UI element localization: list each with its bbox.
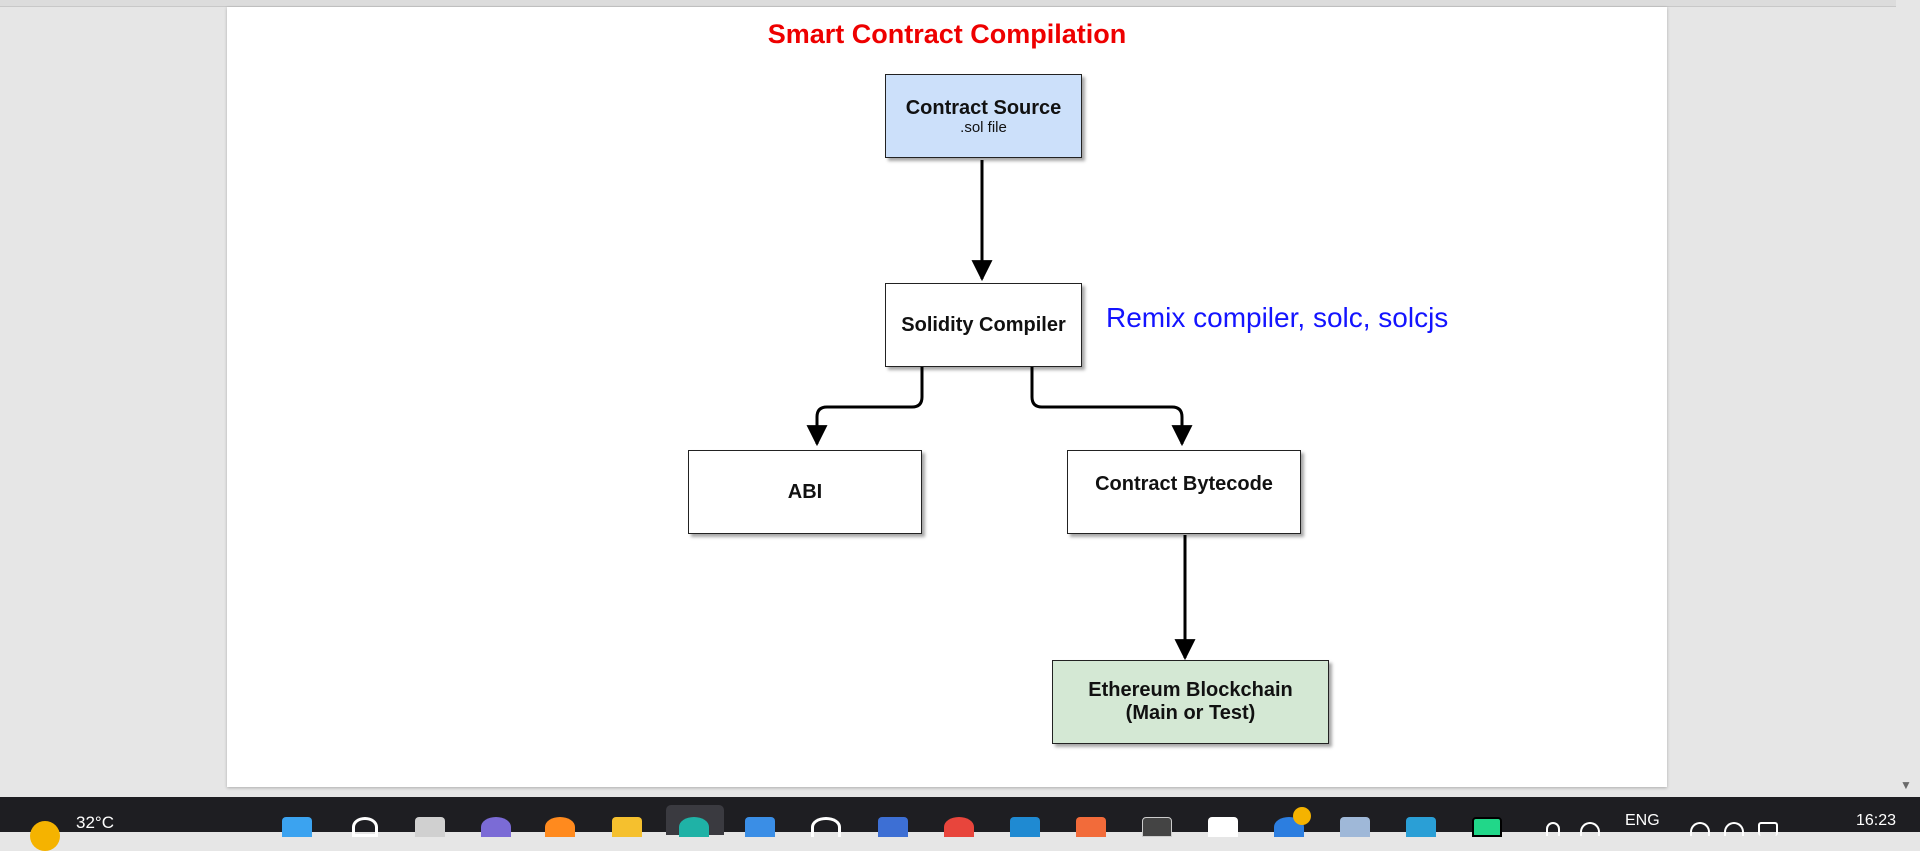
photo-icon[interactable] — [1340, 817, 1370, 837]
scroll-down-arrow-icon[interactable]: ▼ — [1900, 778, 1912, 792]
task-view-icon[interactable] — [415, 817, 445, 837]
windows-start-icon[interactable] — [282, 817, 312, 837]
firefox-icon[interactable] — [545, 817, 575, 837]
diagram-title: Smart Contract Compilation — [767, 19, 1127, 49]
weather-sun-icon[interactable] — [30, 821, 60, 851]
pycharm-icon[interactable] — [1472, 817, 1502, 837]
document-page: Smart Contract Compilation Contract Sour… — [227, 7, 1667, 787]
compiler-annotation: Remix compiler, solc, solcjs — [1106, 302, 1449, 333]
node-ethereum-blockchain-label: Ethereum Blockchain (Main or Test) — [1088, 679, 1293, 724]
node-solidity-compiler-label: Solidity Compiler — [901, 313, 1066, 336]
notification-badge-icon — [1293, 807, 1311, 825]
edge-icon[interactable] — [679, 817, 709, 837]
weather-temperature[interactable]: 32°C — [76, 813, 114, 832]
search-icon[interactable] — [352, 817, 378, 837]
taskbar: 32°C ENG 16:23 — [0, 797, 1920, 851]
vertical-scrollbar[interactable] — [1896, 0, 1920, 797]
edge-compiler-bytecode — [1030, 367, 1193, 447]
powershell-icon[interactable] — [1406, 817, 1436, 837]
chrome-icon[interactable] — [944, 817, 974, 837]
window-top-edge — [0, 0, 1920, 7]
volume-icon[interactable] — [1724, 822, 1744, 836]
vscode-icon[interactable] — [1010, 817, 1040, 837]
node-contract-bytecode-label: Contract Bytecode — [1095, 473, 1273, 495]
edge-compiler-abi — [806, 367, 924, 447]
store-icon[interactable] — [745, 817, 775, 837]
tray-chevron-icon[interactable] — [1546, 822, 1560, 836]
wifi-icon[interactable] — [1690, 822, 1710, 836]
tray-cloud-icon[interactable] — [1580, 822, 1600, 836]
language-indicator[interactable]: ENG — [1625, 812, 1660, 829]
node-ethereum-blockchain: Ethereum Blockchain (Main or Test) — [1052, 660, 1329, 744]
battery-icon[interactable] — [1758, 822, 1778, 836]
chatgpt-icon[interactable] — [811, 817, 841, 837]
taskbar-clock[interactable]: 16:23 — [1856, 812, 1897, 829]
node-contract-source-label: Contract Source — [905, 96, 1062, 119]
postman-icon[interactable] — [1076, 817, 1106, 837]
node-contract-source: Contract Source .sol file — [885, 74, 1082, 158]
node-abi-label: ABI — [787, 480, 823, 503]
teams-icon[interactable] — [481, 817, 511, 837]
node-solidity-compiler: Solidity Compiler — [885, 283, 1082, 367]
cmd-icon[interactable] — [1142, 817, 1172, 837]
node-contract-source-sublabel: .sol file — [960, 118, 1007, 136]
file-explorer-icon[interactable] — [612, 817, 642, 837]
dropbox-icon[interactable] — [1208, 817, 1238, 837]
diagram-connectors — [806, 160, 1196, 661]
terminal-icon[interactable] — [878, 817, 908, 837]
node-contract-bytecode: Contract Bytecode — [1067, 450, 1301, 534]
node-abi: ABI — [688, 450, 922, 534]
